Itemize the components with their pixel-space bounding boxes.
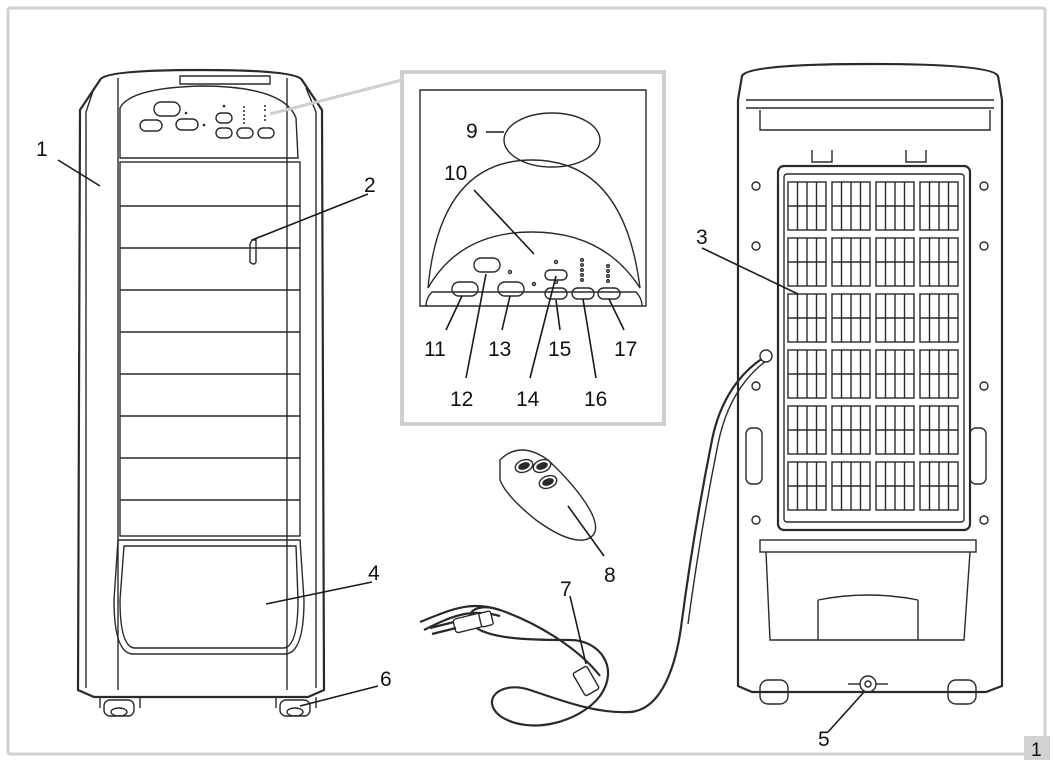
callout-9: 9 [466,120,478,143]
callout-labels: 1 2 3 4 5 6 7 8 9 10 11 12 13 14 15 16 1… [36,120,830,751]
callout-5: 5 [818,728,830,751]
callout-10: 10 [444,162,467,185]
callout-6: 6 [380,668,392,691]
rear-right-wheel [947,679,977,705]
power-cord [419,349,773,727]
figure-frame [6,6,1047,756]
callout-12: 12 [450,388,473,411]
front-view-unit [76,68,326,717]
front-louvres [119,161,301,537]
leader-lines [57,159,865,733]
drain-plug [848,675,888,693]
page-number-badge: 1 [1024,736,1050,761]
front-right-wheel [279,699,311,717]
control-panel-dome [427,159,641,289]
remote-receiver-window [503,112,601,168]
rear-water-tank [759,539,977,641]
panel-button-13 [497,281,525,297]
callout-1: 1 [36,138,48,161]
panel-button-12 [473,257,501,273]
cord-cable-tie [572,665,600,697]
callout-15: 15 [548,338,571,361]
power-plug [429,610,494,636]
callout-3: 3 [696,226,708,249]
callout-17: 17 [614,338,637,361]
callout-8: 8 [604,564,616,587]
callout-13: 13 [488,338,511,361]
callout-11: 11 [424,338,446,361]
callout-2: 2 [364,174,376,197]
remote-control [499,449,597,541]
panel-button-11 [451,281,479,297]
rear-left-wheel [759,679,789,705]
control-panel-inset [269,70,666,426]
callout-14: 14 [516,388,540,411]
callout-16: 16 [584,388,607,411]
front-left-wheel [103,699,135,717]
front-panel-buttons [139,101,275,139]
back-view-unit [736,62,1004,705]
front-water-tank [113,539,305,655]
callout-4: 4 [368,562,380,585]
rear-filter [776,164,972,532]
panel-button-15 [544,287,568,300]
page-number: 1 [1031,740,1042,761]
callout-7: 7 [560,578,572,601]
